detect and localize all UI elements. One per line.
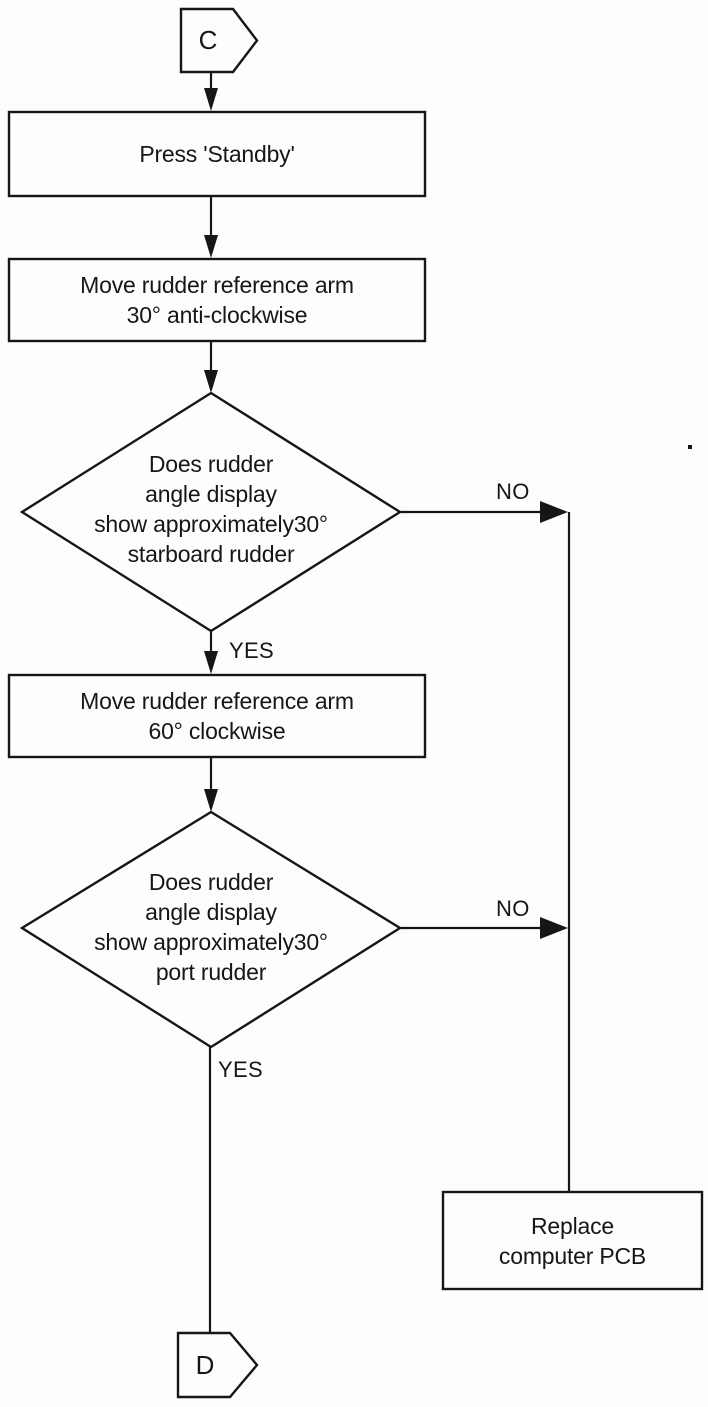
arrowhead-down-2 (204, 235, 218, 258)
decision-port-text: Does rudder angle display show approxima… (61, 866, 361, 988)
decision1-no-label: NO (496, 479, 530, 504)
decision-port-line3: show approximately30° (94, 929, 328, 955)
decision-starboard-line1: Does rudder (148, 451, 274, 477)
process-move-30-line2: 30° anti-clockwise (126, 302, 308, 328)
process-move-60-line2: 60° clockwise (148, 718, 286, 744)
process-press-standby-text: Press 'Standby' (9, 112, 425, 196)
connector-d-label: D (195, 1349, 215, 1380)
process-move-30-line1: Move rudder reference arm (80, 272, 354, 298)
process-move-60-line1: Move rudder reference arm (80, 688, 354, 714)
scan-artifact-dot (688, 445, 692, 449)
arrowhead-right-2 (540, 917, 568, 939)
decision-port-line4: port rudder (155, 959, 267, 985)
process-move-60-text: Move rudder reference arm 60° clockwise (9, 675, 425, 757)
decision-port-line1: Does rudder (148, 869, 274, 895)
connector-c-label: C (198, 25, 218, 55)
arrowhead-down-3 (204, 370, 218, 393)
arrowhead-down-5 (204, 789, 218, 812)
process-replace-pcb-line1: Replace (531, 1212, 614, 1239)
process-move-60-shape (7, 673, 427, 759)
arrowhead-right-1 (540, 501, 568, 523)
decision-starboard-line3: show approximately30° (94, 511, 328, 537)
decision-starboard-line2: angle display (145, 481, 277, 507)
process-move-30-shape (7, 257, 427, 343)
arrowhead-down-1 (204, 88, 218, 111)
decision-starboard-line4: starboard rudder (127, 541, 295, 567)
connector-c-shape (179, 7, 259, 74)
connector-d-shape (176, 1331, 259, 1399)
decision-starboard-text: Does rudder angle display show approxima… (61, 448, 361, 570)
arrowhead-down-4 (204, 651, 218, 674)
decision-port-line2: angle display (145, 899, 277, 925)
process-replace-pcb-text: Replace computer PCB (443, 1192, 702, 1289)
process-move-30-text: Move rudder reference arm 30° anti-clock… (9, 259, 425, 341)
decision2-no-label: NO (496, 896, 530, 921)
process-replace-pcb-shape (441, 1190, 704, 1291)
process-press-standby-line: Press 'Standby' (139, 141, 295, 167)
decision2-yes-label: YES (218, 1057, 263, 1082)
decision1-yes-label: YES (229, 638, 274, 663)
process-press-standby-shape (7, 110, 427, 198)
process-replace-pcb-line2: computer PCB (498, 1242, 647, 1269)
